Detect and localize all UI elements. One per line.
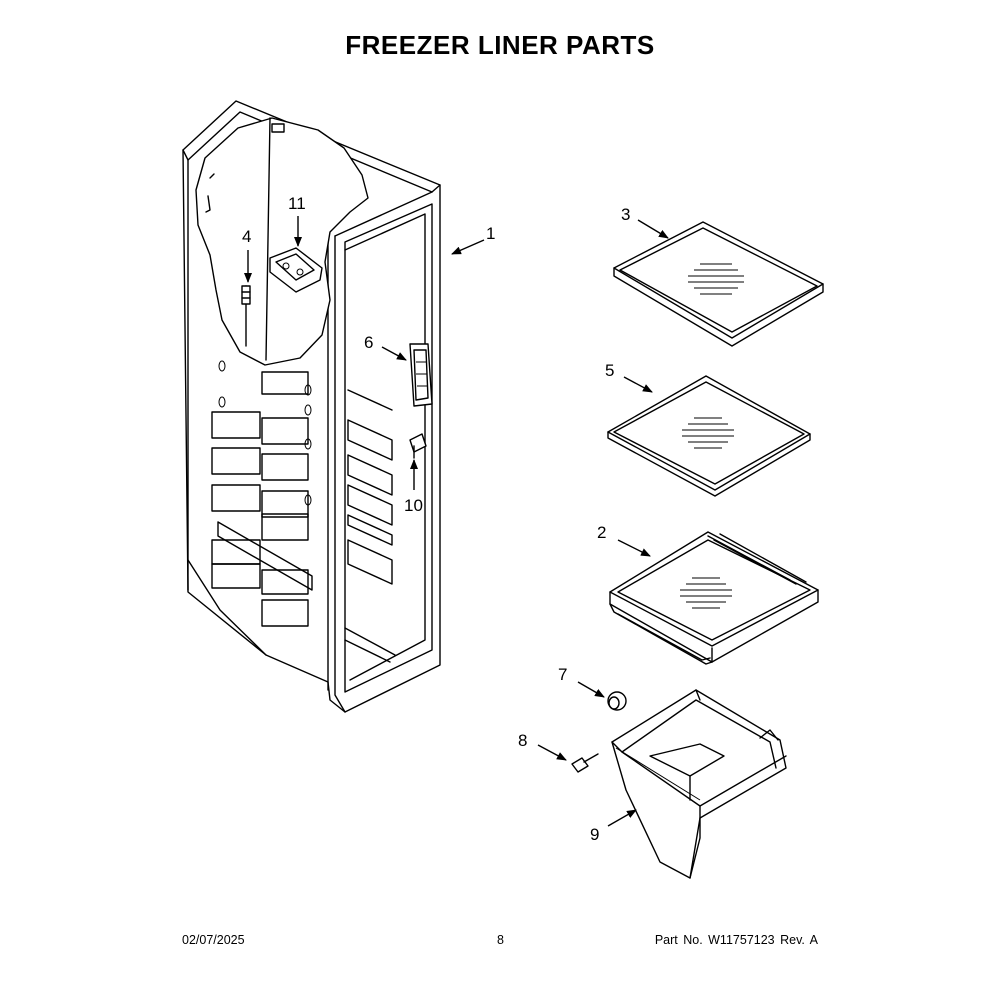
callout-3: 3 xyxy=(621,205,630,224)
leader-arrows xyxy=(244,216,669,827)
callout-8: 8 xyxy=(518,731,527,750)
part-7-illustration xyxy=(607,691,627,711)
footer-date: 02/07/2025 xyxy=(182,933,245,947)
callout-6: 6 xyxy=(364,333,373,352)
callout-4: 4 xyxy=(242,227,251,246)
part-4-illustration xyxy=(241,285,251,347)
part-3-glass-shelf xyxy=(613,221,824,347)
callout-1: 1 xyxy=(486,224,495,243)
callout-7: 7 xyxy=(558,665,567,684)
part-11-illustration xyxy=(269,247,323,293)
page-title: FREEZER LINER PARTS xyxy=(345,30,655,60)
callout-2: 2 xyxy=(597,523,606,542)
callout-9: 9 xyxy=(590,825,599,844)
footer-part-number: Part No. W11757123 Rev. A xyxy=(654,933,818,947)
part-9-bin xyxy=(611,689,787,879)
part-10-illustration xyxy=(409,433,427,459)
callout-10: 10 xyxy=(404,496,423,515)
footer-page-number: 8 xyxy=(497,933,504,947)
part-6-illustration xyxy=(409,343,433,407)
part-8-illustration xyxy=(571,753,599,773)
part-2-framed-shelf xyxy=(609,531,819,665)
callout-11: 11 xyxy=(288,194,306,213)
callout-5: 5 xyxy=(605,361,614,380)
part-5-glass-shelf xyxy=(607,375,811,497)
freezer-liner-illustration xyxy=(182,100,441,713)
